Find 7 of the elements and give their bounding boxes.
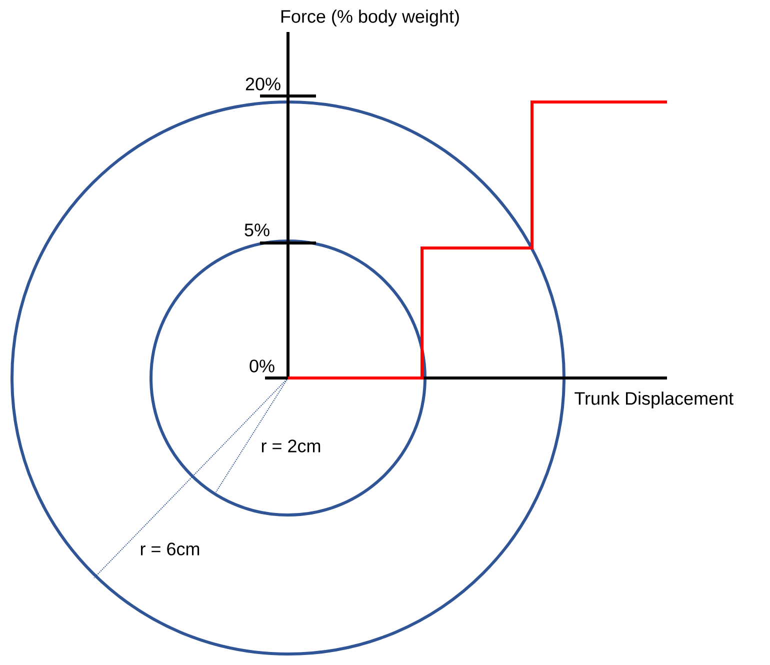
tick-label: 0% (250, 360, 274, 372)
axis-title: Trunk Displacement (574, 392, 734, 408)
axis-title: Force (% body weight) (281, 10, 459, 26)
tick-label: 5% (244, 224, 270, 236)
dimension-label: r = 6cm (140, 542, 200, 556)
dimension-label: r = 2cm (262, 440, 320, 452)
tick-label: 20% (246, 78, 280, 90)
